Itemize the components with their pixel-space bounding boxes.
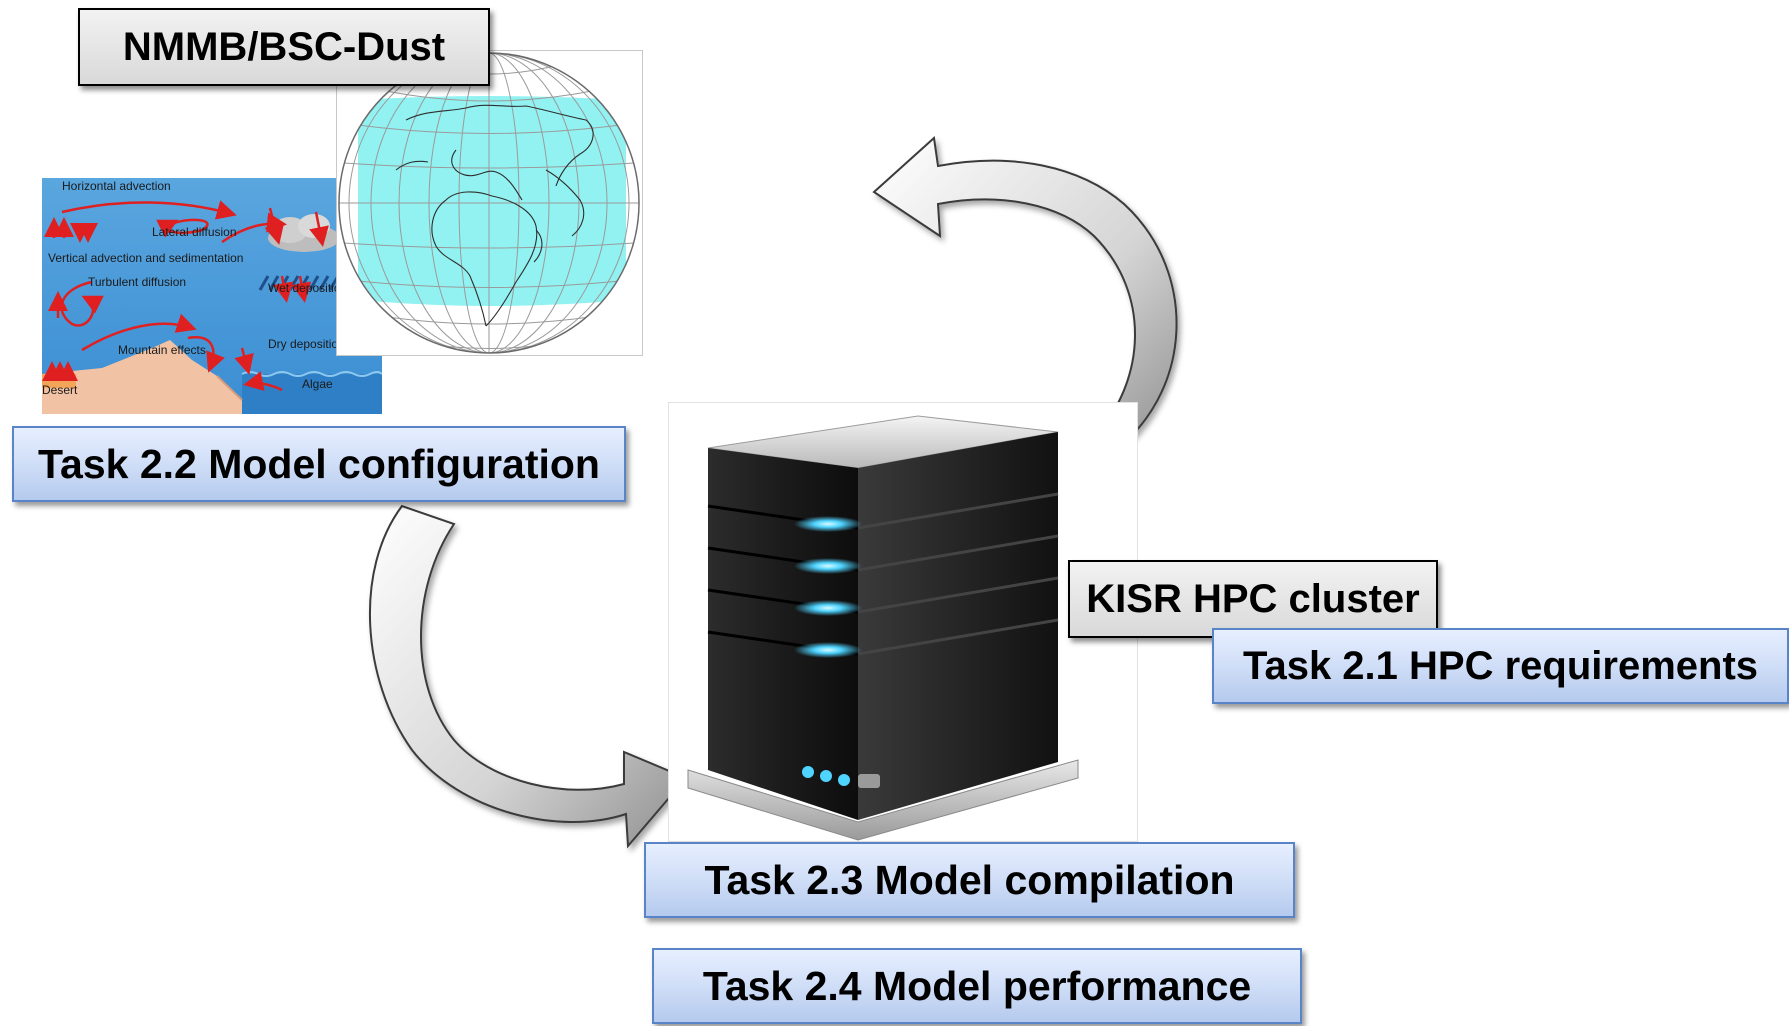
label-algae: Algae bbox=[302, 377, 333, 391]
label-mountain-effects: Mountain effects bbox=[118, 343, 206, 357]
cluster-label: KISR HPC cluster bbox=[1068, 560, 1438, 638]
process-labels: Horizontal advection Lateral diffusion V… bbox=[42, 179, 347, 397]
task-2-4-box: Task 2.4 Model performance bbox=[652, 948, 1302, 1024]
task-2-3-box: Task 2.3 Model compilation bbox=[644, 842, 1295, 918]
arrow-up-left bbox=[872, 136, 1178, 456]
globe-domain-map bbox=[336, 50, 643, 356]
label-horizontal-advection: Horizontal advection bbox=[62, 179, 171, 193]
label-dry-deposition: Dry deposition bbox=[268, 337, 345, 351]
label-turbulent-diffusion: Turbulent diffusion bbox=[88, 275, 186, 289]
arrow-down-right bbox=[368, 504, 688, 849]
label-desert: Desert bbox=[42, 383, 78, 397]
server-icon bbox=[668, 402, 1138, 842]
label-lateral-diffusion: Lateral diffusion bbox=[152, 225, 237, 239]
label-vertical-advection: Vertical advection and sedimentation bbox=[48, 251, 243, 265]
task-2-1-box: Task 2.1 HPC requirements bbox=[1212, 628, 1789, 704]
label-wet-deposition: Wet deposition bbox=[268, 281, 347, 295]
task-2-2-box: Task 2.2 Model configuration bbox=[12, 426, 626, 502]
model-name-label: NMMB/BSC-Dust bbox=[78, 8, 490, 86]
